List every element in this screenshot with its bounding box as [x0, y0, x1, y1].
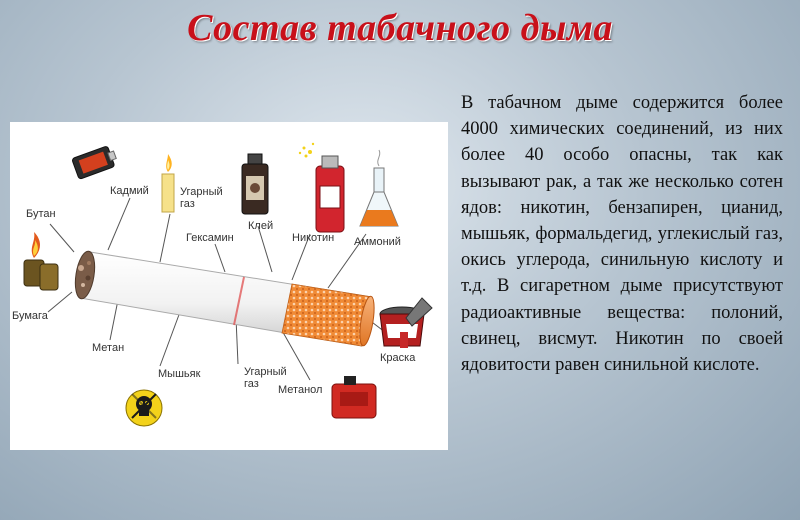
label-kraska: Краска [380, 352, 416, 364]
label-myshyak: Мышьяк [158, 368, 201, 380]
label-butan: Бутан [26, 208, 56, 220]
description-text: В табачном дыме содержится более 4000 хи… [461, 93, 783, 376]
lighter-icon [23, 232, 59, 291]
battery-icon [72, 146, 117, 180]
label-kadmiy: Кадмий [110, 185, 149, 197]
diagram-panel: Бутан Кадмий Угарный газ Гексамин Клей Н… [10, 122, 448, 450]
canister-icon [331, 376, 377, 419]
spray-can-icon [298, 142, 345, 233]
label-bumaga: Бумага [12, 310, 48, 322]
label-ammoniy: Аммоний [354, 236, 401, 248]
cigarette [74, 250, 375, 347]
flask-icon [359, 149, 399, 227]
label-ugarny-gaz-top-1: Угарный [180, 186, 223, 198]
label-kley: Клей [248, 220, 274, 232]
poison-skull-icon [125, 389, 163, 427]
label-ugarny-gaz-top-2: газ [180, 198, 195, 210]
label-metan: Метан [92, 342, 125, 354]
paint-bucket-icon [379, 297, 433, 348]
label-metanol: Метанол [278, 384, 323, 396]
label-nikotin: Никотин [292, 232, 335, 244]
candle-icon [161, 154, 175, 213]
cigarette-diagram [23, 142, 433, 427]
label-ugarny-gaz-bottom-1: Угарный [244, 366, 287, 378]
glue-bottle-icon [241, 153, 269, 215]
label-ugarny-gaz-bottom-2: газ [244, 378, 259, 390]
label-geksamin: Гексамин [186, 232, 234, 244]
page-title: Состав табачного дыма [187, 7, 613, 49]
